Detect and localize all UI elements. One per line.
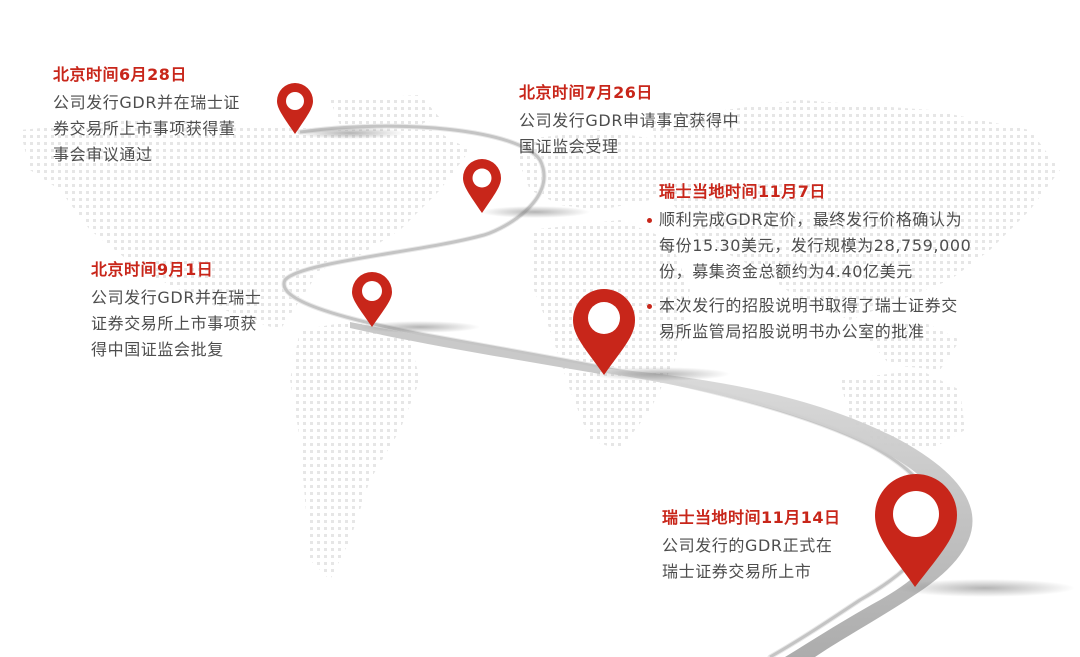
description-line: 公司发行GDR并在瑞士证 <box>53 93 241 112</box>
description-line: 券交易所上市事项获得董 <box>53 119 236 138</box>
bullet-dot-icon <box>647 218 652 223</box>
bullet-item: 顺利完成GDR定价，最终发行价格确认为 每份15.30美元，发行规模为28,75… <box>645 207 971 285</box>
timeline-event-nov-7: 瑞士当地时间11月7日 顺利完成GDR定价，最终发行价格确认为 每份15.30美… <box>645 181 971 345</box>
event-description: 公司发行的GDR正式在 瑞士证券交易所上市 <box>662 533 841 585</box>
event-date: 北京时间9月1日 <box>91 260 214 279</box>
event-date: 瑞士当地时间11月7日 <box>659 182 826 201</box>
description-line: 本次发行的招股说明书取得了瑞士证券交 <box>659 296 958 315</box>
event-description: 顺利完成GDR定价，最终发行价格确认为 每份15.30美元，发行规模为28,75… <box>645 207 971 345</box>
pin-shadows <box>295 127 1075 597</box>
description-line: 瑞士证券交易所上市 <box>662 562 812 581</box>
description-line: 公司发行GDR申请事宜获得中 <box>519 111 740 130</box>
bullet-dot-icon <box>647 304 652 309</box>
map-pin-icon-4 <box>573 289 635 375</box>
description-line: 份，募集资金总额约为4.40亿美元 <box>659 262 913 281</box>
description-line: 顺利完成GDR定价，最终发行价格确认为 <box>659 210 963 229</box>
description-line: 国证监会受理 <box>519 137 619 156</box>
event-date: 北京时间6月28日 <box>53 65 187 84</box>
event-description: 公司发行GDR并在瑞士 证券交易所上市事项获 得中国证监会批复 <box>91 285 261 363</box>
event-date: 北京时间7月26日 <box>519 83 653 102</box>
description-line: 易所监管局招股说明书办公室的批准 <box>659 322 925 341</box>
map-pin-icon-2 <box>463 159 501 213</box>
description-line: 每份15.30美元，发行规模为28,759,000 <box>659 236 972 255</box>
world-map-dots <box>20 95 1060 580</box>
timeline-event-jun-28: 北京时间6月28日 公司发行GDR并在瑞士证 券交易所上市事项获得董 事会审议通… <box>53 64 240 168</box>
timeline-event-jul-26: 北京时间7月26日 公司发行GDR申请事宜获得中 国证监会受理 <box>519 82 739 160</box>
description-line: 公司发行GDR并在瑞士 <box>91 288 262 307</box>
description-line: 证券交易所上市事项获 <box>91 314 258 333</box>
event-date: 瑞士当地时间11月14日 <box>662 508 841 527</box>
map-pin-icon-3 <box>352 272 392 327</box>
timeline-event-sep-1: 北京时间9月1日 公司发行GDR并在瑞士 证券交易所上市事项获 得中国证监会批复 <box>91 259 261 363</box>
bullet-item: 本次发行的招股说明书取得了瑞士证券交 易所监管局招股说明书办公室的批准 <box>645 293 971 345</box>
description-line: 事会审议通过 <box>53 145 153 164</box>
description-line: 公司发行的GDR正式在 <box>662 536 833 555</box>
timeline-event-nov-14: 瑞士当地时间11月14日 公司发行的GDR正式在 瑞士证券交易所上市 <box>662 507 841 585</box>
map-pin-icon-1 <box>277 83 313 134</box>
map-pin-icon-5 <box>875 474 957 587</box>
description-line: 得中国证监会批复 <box>91 340 224 359</box>
event-description: 公司发行GDR申请事宜获得中 国证监会受理 <box>519 108 739 160</box>
event-description: 公司发行GDR并在瑞士证 券交易所上市事项获得董 事会审议通过 <box>53 90 240 168</box>
